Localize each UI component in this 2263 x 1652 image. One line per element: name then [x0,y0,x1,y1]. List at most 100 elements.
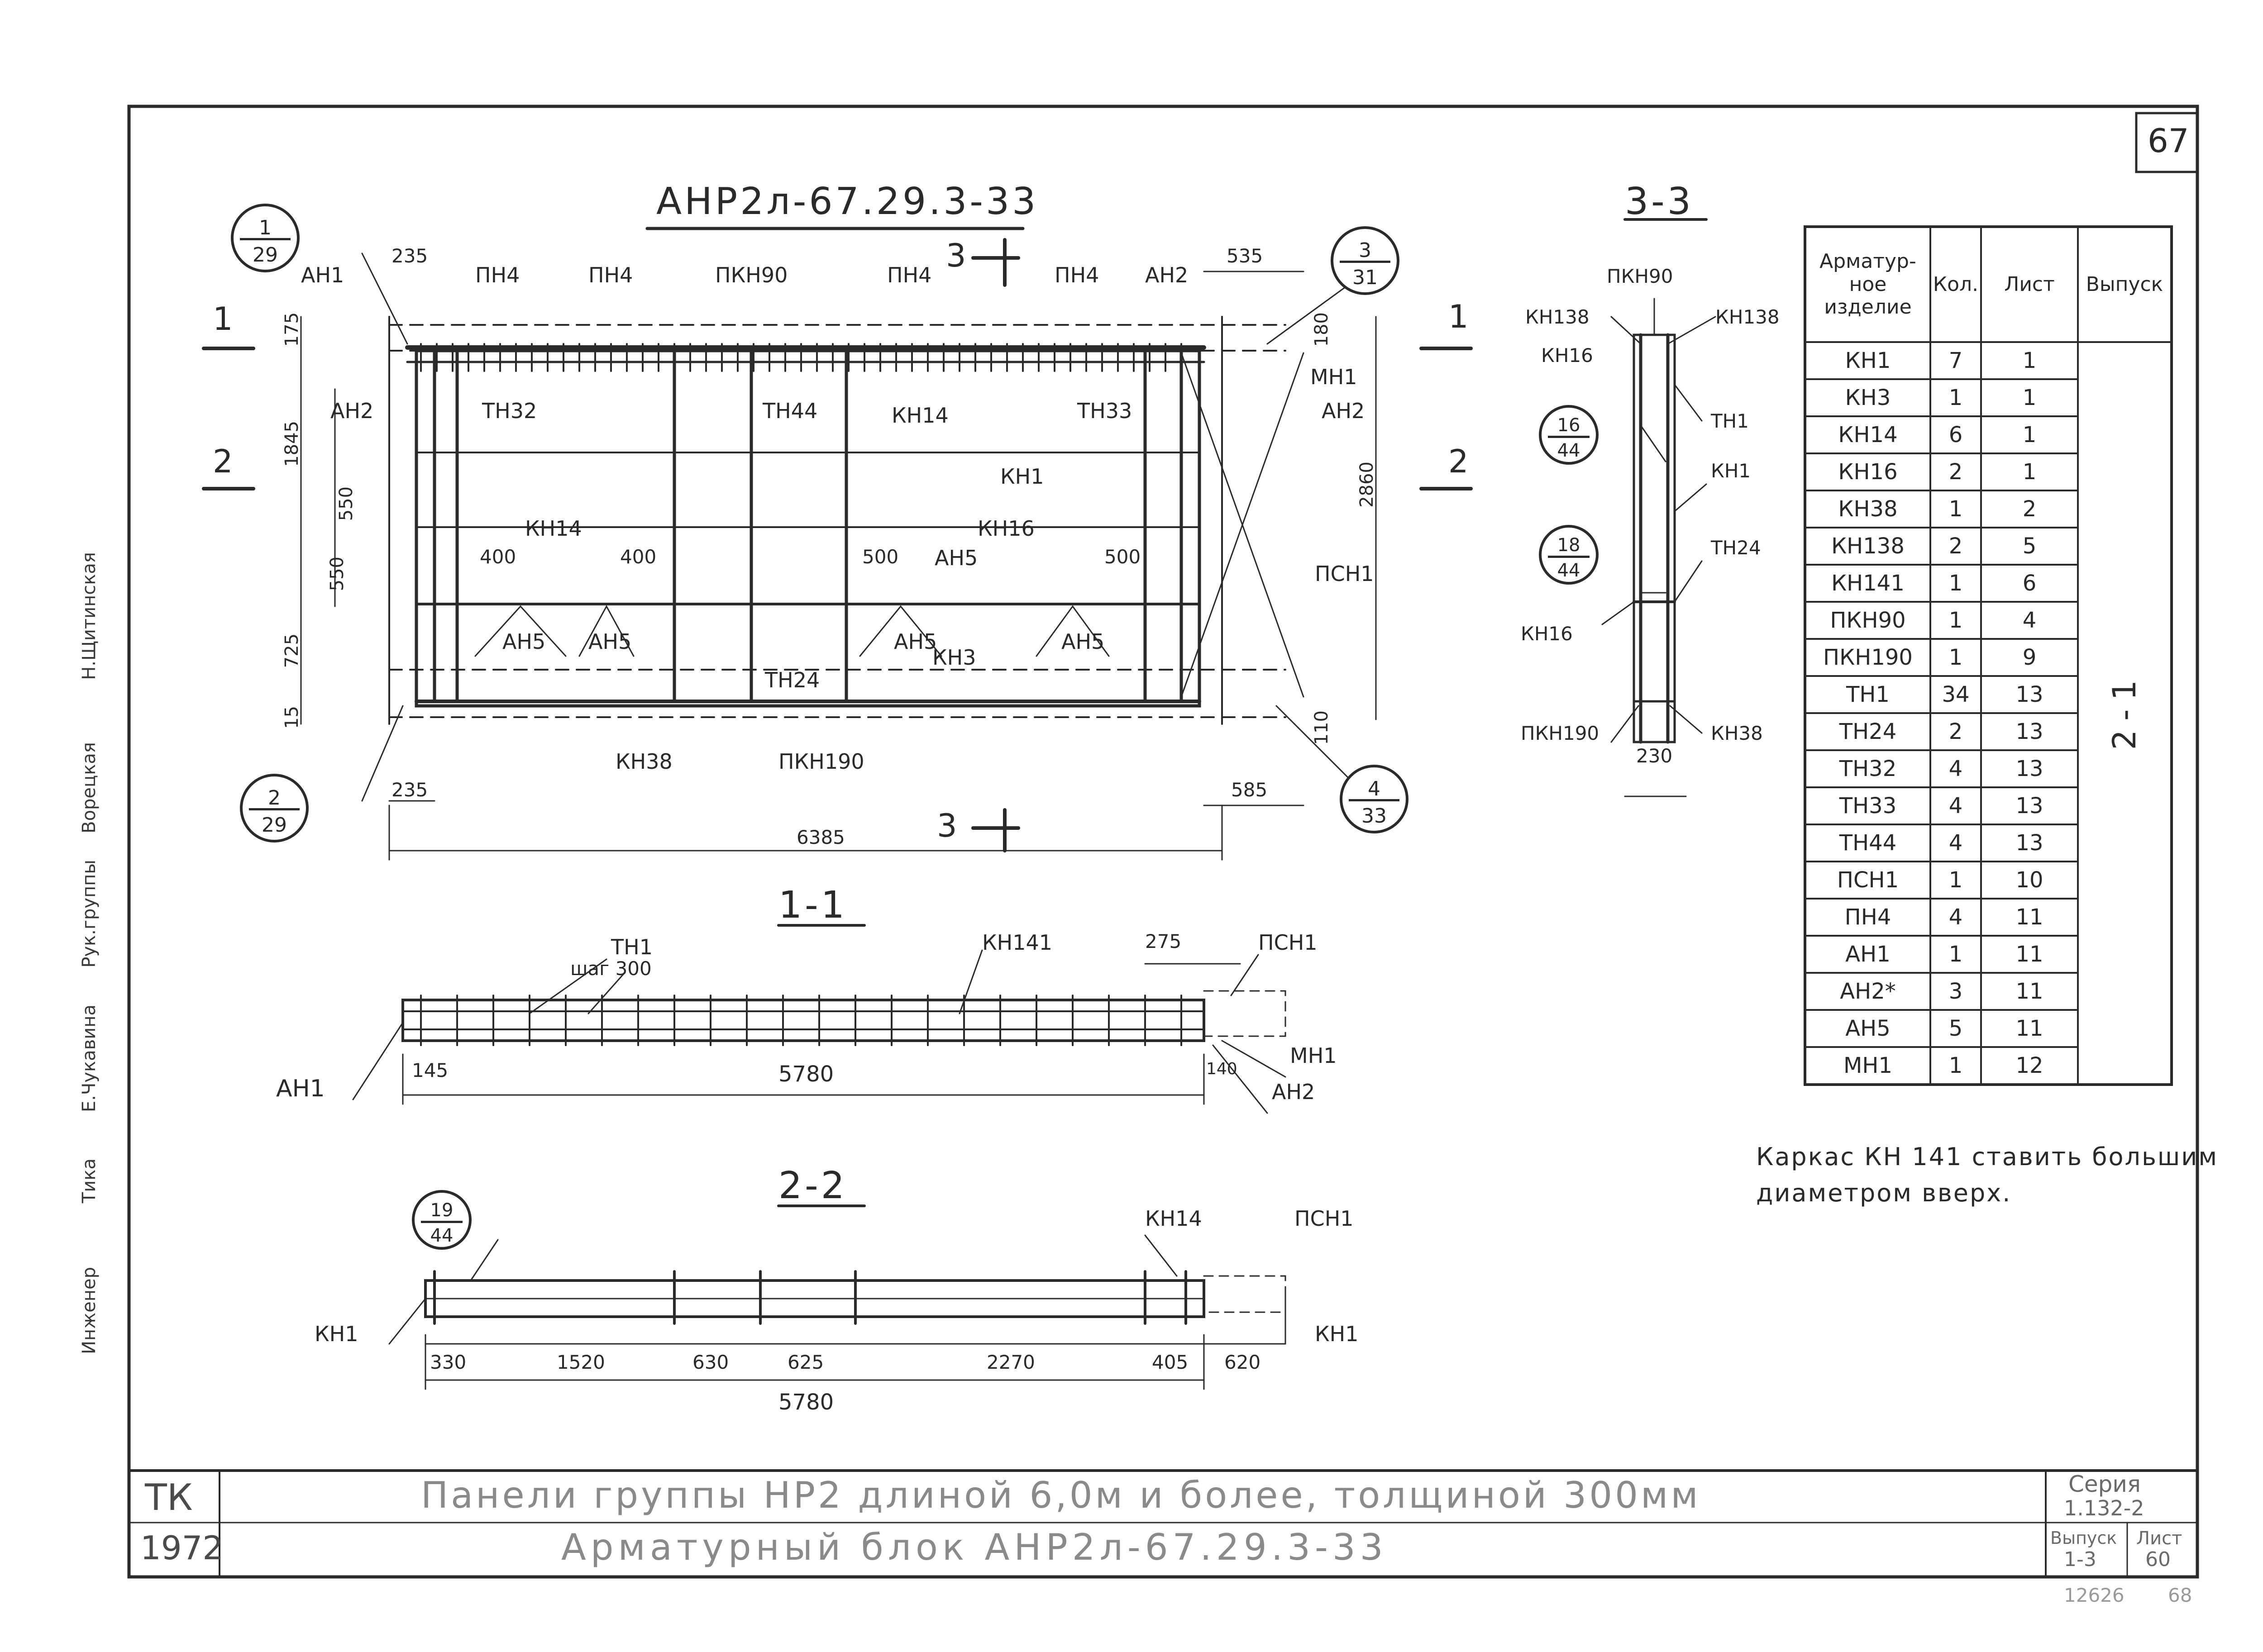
label-an2-right: АН2 [1322,399,1365,423]
s33-dim-230: 230 [1636,745,1673,767]
dim-550-b: 550 [327,557,348,591]
s33-label-pkn90: ПКН90 [1607,265,1673,287]
elevation-cage [415,349,1201,708]
sheet-number: 67 [2148,122,2189,160]
dim-400-a: 400 [480,546,516,568]
s22-label-kn14: КН14 [1145,1206,1202,1231]
s22-dim-625: 625 [788,1351,824,1373]
s33-label-pkn190: ПКН190 [1521,722,1599,744]
section22-title: 2-2 [778,1164,847,1207]
sheet-number-box [2135,112,2199,173]
cut-mark-3-bottom: 3 [937,807,957,844]
title-block-issue-label: Выпуск [2050,1528,2117,1548]
spec-table: Арматур-ное изделие Кол. Лист Выпуск КН1… [1804,225,2173,1086]
elevation-outline [388,324,1286,718]
label-kn38: КН38 [616,749,673,774]
s11-dim-5780: 5780 [778,1062,834,1087]
label-pkn90: ПКН90 [715,263,788,287]
dim-6385: 6385 [797,826,845,848]
stamp-name-2: Н.Щитинская [79,552,100,680]
spec-header-sheet: Лист [1980,226,2079,343]
cut-mark-3-top: 3 [946,237,966,274]
s11-label-kn141: КН141 [982,930,1053,955]
label-an1: АН1 [301,263,344,287]
s22-dim-5780: 5780 [778,1390,834,1415]
label-pkn190: ПКН190 [778,749,864,774]
label-pn4-c: ПН4 [887,263,932,287]
label-psn1: ПСН1 [1315,562,1374,586]
s33-label-tn1: ТН1 [1711,410,1749,432]
s33-label-kn138-right: КН138 [1715,306,1780,328]
label-kn1: КН1 [1000,464,1044,489]
dim-585: 585 [1231,779,1268,801]
label-an5-d: АН5 [894,629,937,654]
section11-title: 1-1 [778,884,847,927]
cut-mark-2-right: 2 [1448,443,1469,480]
s22-dim-620: 620 [1224,1351,1261,1373]
label-pn4-d: ПН4 [1055,263,1099,287]
stamp-signature-1: Тика [79,1158,100,1204]
dim-2860: 2860 [1356,462,1377,508]
s11-label-an1: АН1 [276,1075,325,1102]
s22-dim-2270: 2270 [987,1351,1035,1373]
s22-dim-630: 630 [692,1351,729,1373]
section11-outline [401,999,1205,1042]
title-block-year: 1972 [140,1529,224,1567]
dim-725: 725 [282,633,302,668]
title-block-code: 12626 [2064,1584,2125,1606]
label-mn1: МН1 [1310,365,1357,389]
dim-1845: 1845 [282,421,302,467]
dim-15: 15 [282,706,302,729]
s11-label-psn1: ПСН1 [1258,930,1318,955]
spec-issue-cell: 2-1 [2077,341,2172,1085]
s11-dim-145: 145 [412,1059,449,1081]
dim-175: 175 [282,312,302,347]
dim-235-top: 235 [391,245,428,267]
label-pn4-b: ПН4 [588,263,633,287]
stamp-name-1: Е.Чукавина [79,1005,100,1112]
s22-dim-405: 405 [1152,1351,1189,1373]
label-an5-b: АН5 [502,629,546,654]
s22-dim-1520: 1520 [557,1351,605,1373]
label-kn3: КН3 [932,645,976,670]
label-kn16: КН16 [978,516,1035,541]
title-block-sheet: 60 [2145,1548,2171,1571]
s33-label-tn24: ТН24 [1711,537,1761,559]
label-kn14-b: КН14 [525,516,582,541]
s33-label-kn16-top: КН16 [1541,344,1593,367]
s11-dim-140: 140 [1206,1060,1237,1078]
dim-535: 535 [1227,245,1263,267]
label-an5-e: АН5 [1061,629,1105,654]
s33-label-kn16-bottom: КН16 [1521,623,1573,645]
label-an5-c: АН5 [588,629,632,654]
side-approval-stamp: Инженер Тика Е.Чукавина Рук.группы Ворец… [68,552,122,1484]
title-block-series-label: Серия [2068,1471,2141,1497]
elevation-title: АНР2л-67.29.3-33 [656,180,1039,223]
stamp-role-group: Рук.группы [79,860,100,968]
cut-mark-1-left: 1 [213,300,233,338]
note-line-1: Каркас КН 141 ставить большим [1756,1143,2219,1171]
s22-label-kn1-left: КН1 [315,1322,358,1346]
spec-header-issue: Выпуск [2077,226,2172,343]
section33-title: 3-3 [1625,180,1694,223]
label-an2-top: АН2 [1145,263,1189,287]
